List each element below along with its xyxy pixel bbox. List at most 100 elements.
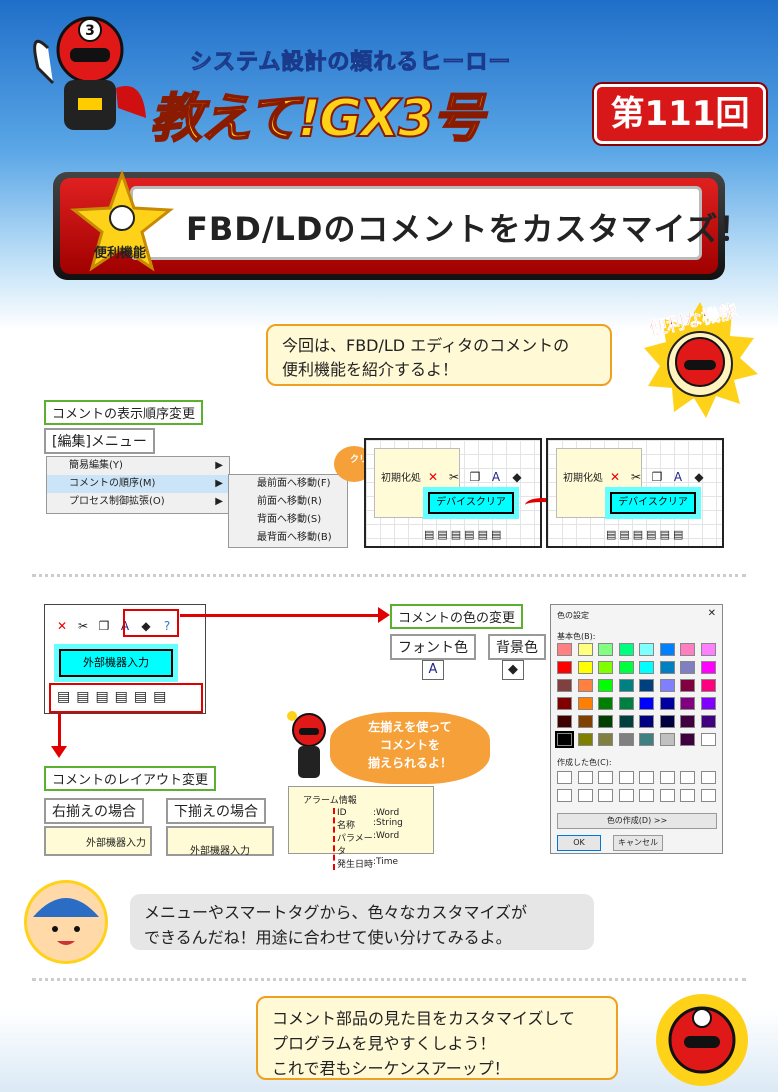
color-swatch[interactable] xyxy=(598,643,613,656)
color-swatch[interactable] xyxy=(639,733,654,746)
color-swatch[interactable] xyxy=(555,731,574,748)
align-toolbar-after: ▤▤▤▤▤▤ xyxy=(606,528,687,541)
color-swatch[interactable] xyxy=(700,715,716,728)
color-swatch[interactable] xyxy=(598,679,613,692)
divider xyxy=(32,978,746,981)
color-swatch[interactable] xyxy=(680,643,695,656)
color-swatch[interactable] xyxy=(639,715,654,728)
font-color-label: フォント色 xyxy=(390,634,476,660)
pointer-line-down xyxy=(58,714,61,748)
custom-color-swatch[interactable] xyxy=(700,789,716,802)
layout-label: コメントのレイアウト変更 xyxy=(44,766,217,791)
color-swatch[interactable] xyxy=(577,733,593,746)
alarm-info-note: アラーム情報 ID:Word 名称:String パラメータ:Word 発生日時… xyxy=(288,786,434,870)
custom-colors-label: 作成した色(C): xyxy=(557,758,612,767)
external-input-note[interactable]: 外部機器入力 xyxy=(54,644,178,682)
color-swatch[interactable] xyxy=(639,697,654,710)
color-swatch[interactable] xyxy=(618,715,634,728)
color-swatch[interactable] xyxy=(618,643,634,656)
custom-color-swatch[interactable] xyxy=(557,771,572,784)
font-color-icon[interactable]: A xyxy=(422,660,444,680)
custom-color-swatch[interactable] xyxy=(598,789,613,802)
color-swatch[interactable] xyxy=(598,661,613,674)
submenu-bring-forward[interactable]: 前面へ移動(R) xyxy=(257,496,322,507)
color-swatch[interactable] xyxy=(659,733,675,746)
color-swatch[interactable] xyxy=(598,715,613,728)
color-swatch[interactable] xyxy=(577,697,593,710)
align-toolbar[interactable]: ▤▤▤▤▤▤ xyxy=(49,683,203,713)
custom-color-swatch[interactable] xyxy=(618,771,634,784)
color-swatch[interactable] xyxy=(598,697,613,710)
alarm-title: アラーム情報 xyxy=(303,796,357,806)
custom-color-swatch[interactable] xyxy=(700,771,716,784)
color-swatch[interactable] xyxy=(577,661,593,674)
color-swatch[interactable] xyxy=(700,661,716,674)
custom-color-swatch[interactable] xyxy=(618,789,634,802)
device-clear-after[interactable]: デバイスクリア xyxy=(605,487,701,519)
copy-icon: ❐ xyxy=(651,470,663,484)
custom-color-swatch[interactable] xyxy=(577,789,593,802)
color-swatch[interactable] xyxy=(639,643,654,656)
menu-item-quick-edit[interactable]: 簡易編集(Y)▶ xyxy=(69,460,223,471)
color-swatch[interactable] xyxy=(680,679,695,692)
color-swatch[interactable] xyxy=(557,715,572,728)
custom-color-swatch[interactable] xyxy=(680,789,695,802)
define-colors-button[interactable]: 色の作成(D) >> xyxy=(557,813,717,829)
submenu-send-back[interactable]: 最背面へ移動(B) xyxy=(257,532,332,543)
cut-icon: ✂ xyxy=(448,470,460,484)
menu-item-comment-order[interactable]: コメントの順序(M)▶ xyxy=(47,475,229,493)
color-swatch[interactable] xyxy=(680,715,695,728)
color-swatch[interactable] xyxy=(557,643,572,656)
banner-badge: 便利機能 xyxy=(94,246,147,261)
custom-color-swatch[interactable] xyxy=(659,789,675,802)
color-swatch[interactable] xyxy=(598,733,613,746)
color-swatch[interactable] xyxy=(680,661,695,674)
color-swatch[interactable] xyxy=(659,679,675,692)
color-swatch[interactable] xyxy=(680,697,695,710)
color-swatch[interactable] xyxy=(639,661,654,674)
color-swatch[interactable] xyxy=(618,733,634,746)
device-clear-before[interactable]: デバイスクリア xyxy=(423,487,519,519)
color-swatch[interactable] xyxy=(659,697,675,710)
cancel-button[interactable]: キャンセル xyxy=(613,835,663,851)
color-swatch[interactable] xyxy=(557,661,572,674)
submenu-bring-front[interactable]: 最前面へ移動(F) xyxy=(257,478,331,489)
menu-item-process-control[interactable]: プロセス制御拡張(O)▶ xyxy=(69,496,223,507)
ok-button[interactable]: OK xyxy=(557,835,601,851)
custom-color-swatch[interactable] xyxy=(639,789,654,802)
color-swatch[interactable] xyxy=(700,697,716,710)
color-swatch[interactable] xyxy=(618,661,634,674)
color-swatch[interactable] xyxy=(577,643,593,656)
color-swatch[interactable] xyxy=(659,661,675,674)
cut-icon: ✂ xyxy=(77,619,89,633)
delete-icon: ✕ xyxy=(609,470,621,484)
editor-after: 初期化処 ✕✂❐A◆? デバイスクリア ▤▤▤▤▤▤ xyxy=(546,438,724,548)
color-swatch[interactable] xyxy=(680,733,695,746)
color-swatch[interactable] xyxy=(577,679,593,692)
fill-color-icon[interactable]: ◆ xyxy=(502,660,524,680)
custom-color-swatch[interactable] xyxy=(577,771,593,784)
color-swatch[interactable] xyxy=(700,643,716,656)
color-swatch[interactable] xyxy=(557,697,572,710)
custom-color-swatch[interactable] xyxy=(659,771,675,784)
color-swatch[interactable] xyxy=(639,679,654,692)
color-swatch[interactable] xyxy=(700,679,716,692)
color-swatch[interactable] xyxy=(659,643,675,656)
color-swatch[interactable] xyxy=(557,679,572,692)
header-title: 教えて!GX3号 xyxy=(149,88,485,150)
boy-speech: メニューやスマートタグから、色々なカスタマイズが できるんだね！用途に合わせて使… xyxy=(130,894,594,950)
color-swatch[interactable] xyxy=(618,697,634,710)
custom-color-swatch[interactable] xyxy=(598,771,613,784)
custom-color-swatch[interactable] xyxy=(557,789,572,802)
pointer-arrow-icon xyxy=(378,607,390,623)
pointer-down-icon xyxy=(51,746,67,758)
submenu-send-backward[interactable]: 背面へ移動(S) xyxy=(257,514,322,525)
color-swatch[interactable] xyxy=(659,715,675,728)
close-icon[interactable]: ✕ xyxy=(707,608,716,619)
color-swatch[interactable] xyxy=(700,733,716,746)
color-swatch[interactable] xyxy=(618,679,634,692)
color-swatch[interactable] xyxy=(577,715,593,728)
custom-color-swatch[interactable] xyxy=(680,771,695,784)
help-icon: ? xyxy=(163,619,171,633)
custom-color-swatch[interactable] xyxy=(639,771,654,784)
